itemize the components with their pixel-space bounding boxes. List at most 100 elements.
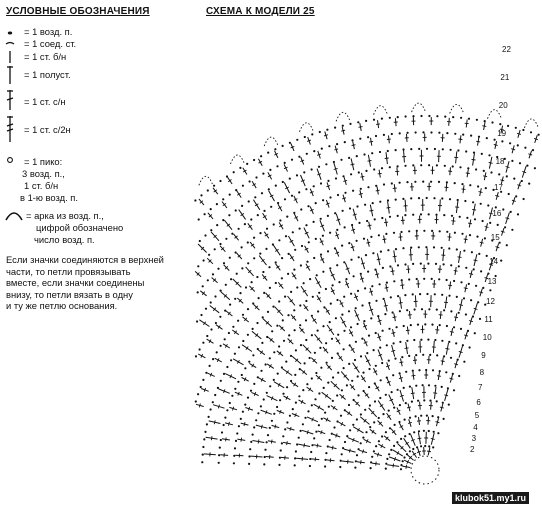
chain-stitch xyxy=(480,152,483,155)
stitch-crossbar xyxy=(269,338,273,342)
chain-stitch xyxy=(215,351,218,354)
row-label: 9 xyxy=(481,351,486,360)
stitch-crossbar xyxy=(449,377,454,380)
chain-stitch xyxy=(359,137,362,140)
chain-stitch xyxy=(259,405,262,408)
picot-line: 1 ст. б/н xyxy=(24,180,59,191)
chain-stitch xyxy=(392,342,395,345)
stitch-crossbar xyxy=(386,206,391,209)
stitch-crossbar xyxy=(377,172,382,175)
chain-stitch xyxy=(236,432,239,435)
chain-stitch xyxy=(382,133,385,136)
chain-stitch xyxy=(441,339,444,342)
stitch-crossbar xyxy=(304,306,308,310)
chain-stitch xyxy=(458,215,461,218)
chain-stitch xyxy=(477,135,481,138)
chain-stitch xyxy=(283,161,286,164)
chain-stitch xyxy=(326,128,329,131)
chain-stitch xyxy=(480,270,483,273)
chain-stitch xyxy=(443,214,446,217)
chain-stitch xyxy=(212,358,215,361)
chain-stitch xyxy=(313,256,316,260)
chain-stitch xyxy=(357,448,360,451)
legend-note-line: Если значки соединяются в верхней xyxy=(6,254,164,265)
stitch-crossbar xyxy=(279,224,284,228)
chain-stitch xyxy=(432,430,435,433)
chain-stitch xyxy=(410,400,413,403)
row-label: 20 xyxy=(499,101,508,110)
chain-stitch xyxy=(511,228,514,231)
chain-stitch xyxy=(425,414,428,417)
chain-stitch xyxy=(378,150,382,154)
chain-stitch xyxy=(250,281,253,284)
chain-stitch xyxy=(522,197,525,201)
stitch-crossbar xyxy=(355,314,360,317)
diagram-row xyxy=(339,384,456,469)
stitch-crossbar xyxy=(448,284,453,287)
stitch-crossbar xyxy=(320,258,325,261)
chain-stitch xyxy=(428,445,431,448)
stitch-crossbar xyxy=(265,410,268,415)
chain-stitch xyxy=(457,265,460,268)
chain-stitch xyxy=(367,270,370,273)
chain-stitch xyxy=(388,215,392,218)
chain-stitch xyxy=(411,369,414,372)
chain-stitch xyxy=(290,290,293,293)
chain-stitch xyxy=(237,346,241,349)
chain-stitch xyxy=(213,248,216,251)
chain-stitch xyxy=(199,385,202,389)
chain-stitch xyxy=(385,232,388,235)
chain-stitch xyxy=(354,460,357,463)
chain-stitch xyxy=(328,438,331,442)
chain-stitch xyxy=(446,132,449,135)
chain-stitch xyxy=(216,224,219,227)
stitch-crossbar xyxy=(405,441,409,445)
chain-stitch xyxy=(452,326,456,329)
scallop-arch xyxy=(198,175,214,186)
chain-stitch xyxy=(398,132,401,135)
chain-stitch xyxy=(445,371,448,374)
chain-stitch xyxy=(364,254,368,257)
stitch-crossbar xyxy=(451,220,456,222)
chain-stitch xyxy=(270,419,273,422)
stitch-crossbar xyxy=(326,185,331,188)
stitch-crossbar xyxy=(220,247,225,251)
stitch-crossbar xyxy=(479,241,484,244)
chain-stitch xyxy=(371,202,374,205)
stitch-crossbar xyxy=(229,374,233,379)
chain-stitch xyxy=(402,386,405,389)
stitch-crossbar xyxy=(382,238,387,241)
chain-stitch xyxy=(294,349,297,352)
chain-stitch xyxy=(228,256,231,259)
chain-stitch xyxy=(294,457,297,460)
chain-stitch xyxy=(509,142,512,145)
stitch-crossbar xyxy=(198,403,201,408)
chain-stitch xyxy=(241,267,244,270)
row-label: 18 xyxy=(496,157,505,166)
stitch-crossbar xyxy=(522,170,527,174)
stitch-crossbar xyxy=(341,320,346,324)
chain-stitch xyxy=(479,202,482,205)
chain-stitch xyxy=(222,262,226,265)
chain-stitch xyxy=(246,308,250,311)
chain-stitch xyxy=(256,214,259,217)
scallop-arch xyxy=(230,154,245,165)
chain-stitch xyxy=(509,210,512,213)
legend-item-chain: = 1 возд. п. xyxy=(4,26,184,38)
chain-stitch xyxy=(370,317,373,320)
stitch-crossbar xyxy=(226,223,231,227)
chain-stitch xyxy=(222,372,226,375)
stitch-crossbar xyxy=(384,221,389,224)
chain-stitch xyxy=(440,385,443,388)
stitch-crossbar xyxy=(495,194,500,197)
chain-stitch xyxy=(475,168,478,171)
chain-stitch xyxy=(405,453,409,456)
stitch-crossbar xyxy=(331,445,334,450)
chain-stitch xyxy=(253,236,256,239)
chain-stitch xyxy=(237,380,240,383)
stitch-crossbar xyxy=(338,356,343,360)
stitch-crossbar xyxy=(453,316,459,319)
chain-stitch xyxy=(206,279,209,282)
chain-stitch xyxy=(374,134,378,138)
stitch-crossbar xyxy=(290,145,295,149)
